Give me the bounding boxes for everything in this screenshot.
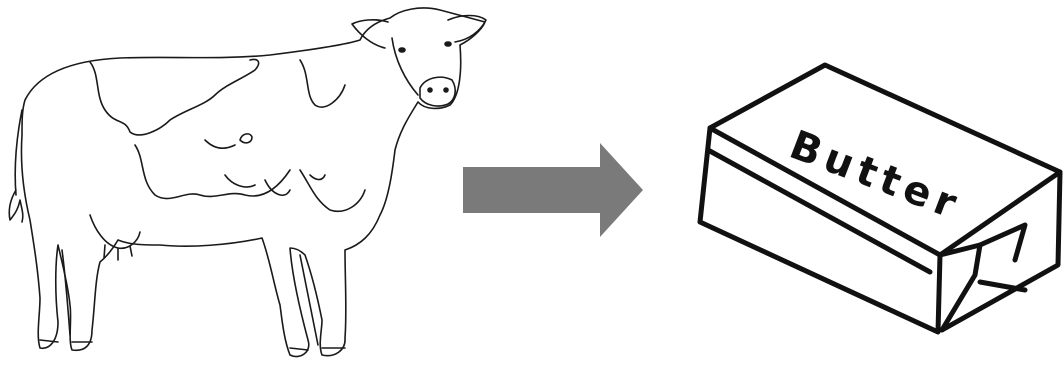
arrow-right-icon: [455, 135, 655, 245]
butter-pack: Butter: [680, 50, 1063, 350]
cow-icon: [0, 0, 500, 368]
